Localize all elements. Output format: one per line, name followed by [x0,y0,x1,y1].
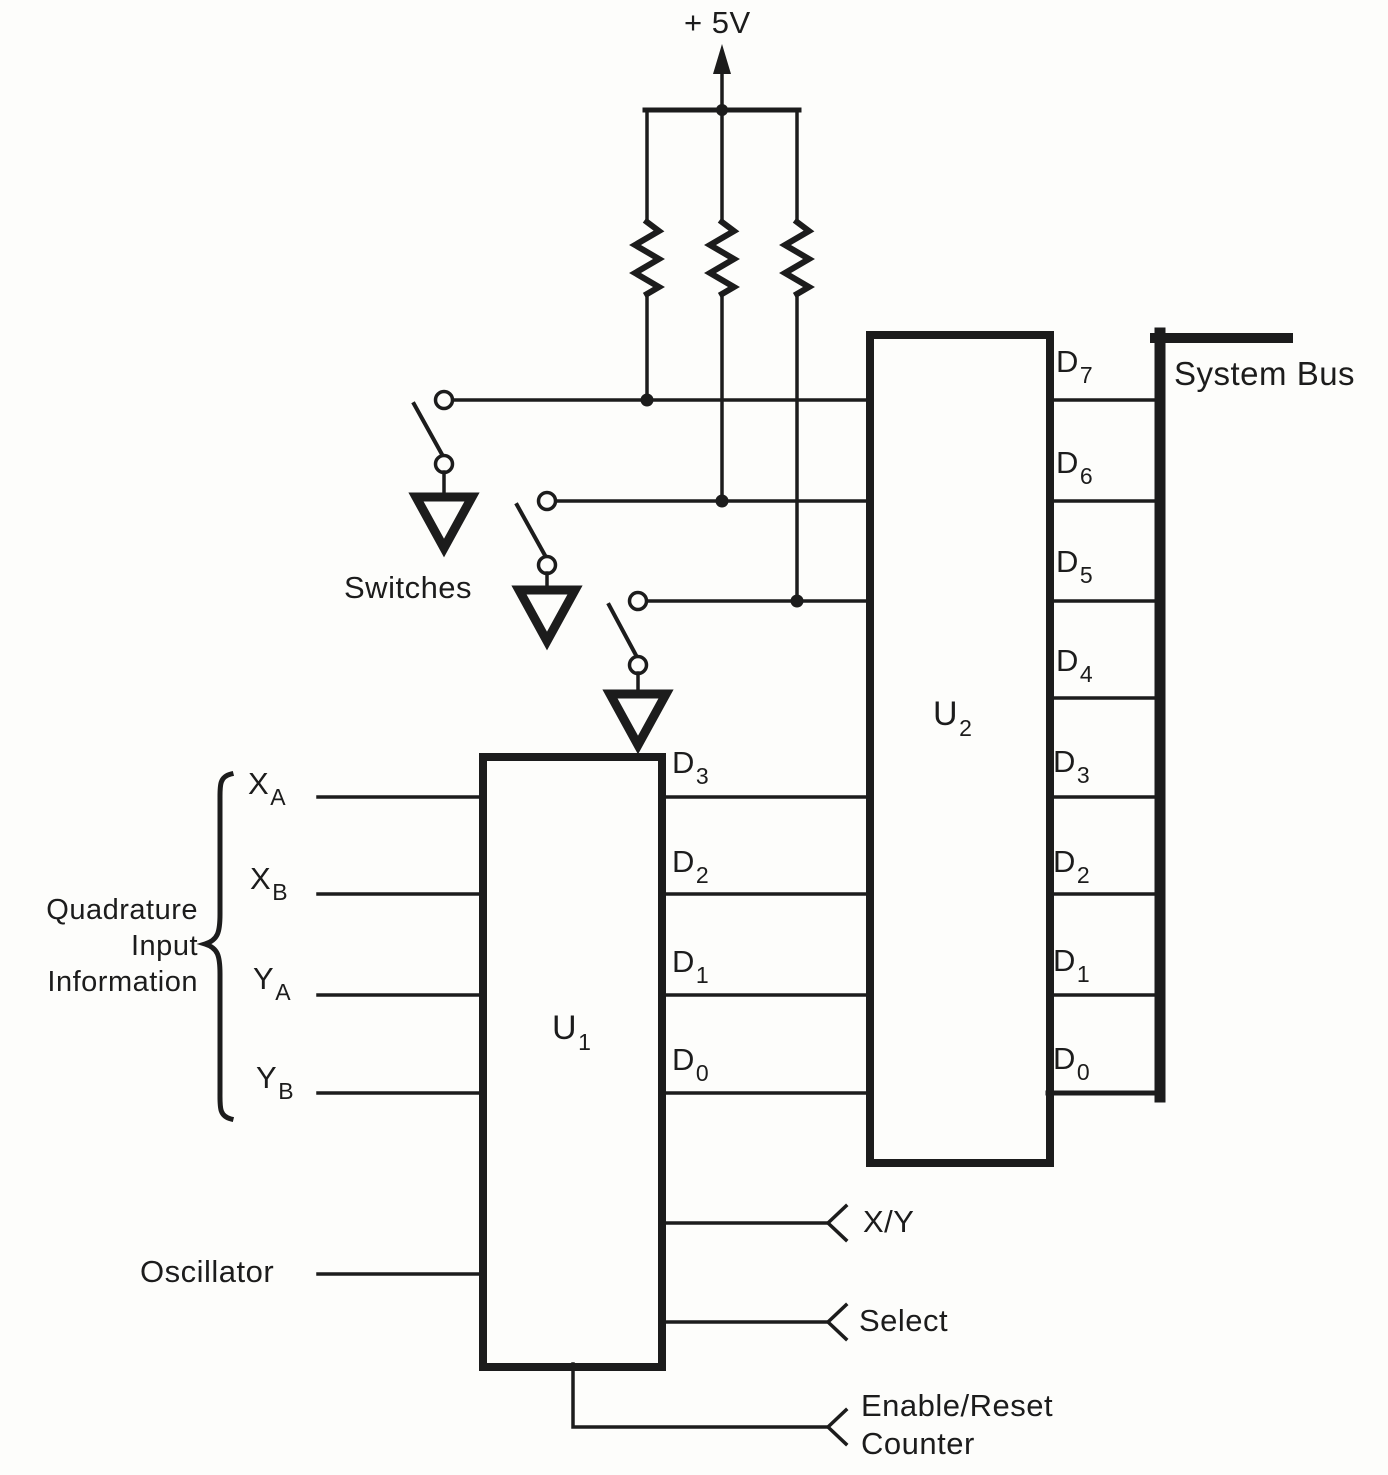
switch-lever [606,602,641,662]
u2-pin-label-d3: D3 [1053,744,1091,788]
system-bus-label: System Bus [1174,355,1356,392]
power-rail [642,44,802,116]
input-label-xa: XA [248,766,287,810]
u2-pin-label-d4: D4 [1056,643,1094,687]
u1-pin-label-d0: D0 [672,1042,710,1086]
u2-label: U2 [933,695,973,741]
enable-wire [571,1362,830,1429]
switch-contact-circle [536,490,558,512]
u2-pin-label-d7: D7 [1056,344,1094,388]
power-label: + 5V [684,5,751,40]
junction-dot [790,594,804,608]
brace-icon [196,770,235,1123]
u2-pin-label-d2: D2 [1053,844,1091,888]
quadrature-label-line1: Quadrature [46,894,198,926]
junction-dot [640,393,654,407]
input-chevron-icon [825,1302,849,1342]
switch-pivot-circle [627,654,649,676]
u2-pin-label-d0: D0 [1053,1041,1091,1085]
control-xy [658,1203,849,1243]
u2-pin-label-d6: D6 [1056,445,1094,489]
ground-icon [602,689,674,755]
switch-contact-circle [627,590,649,612]
u1-label: U1 [552,1009,592,1055]
quadrature-input-wires [316,795,487,1095]
ground-icon [511,585,583,651]
u1-pin-label-d3: D3 [672,745,710,789]
u1-block [479,753,666,1371]
u2-block [866,331,1054,1167]
input-label-ya: YA [253,961,292,1005]
u2-pin-label-d5: D5 [1056,544,1094,588]
power-arrow-icon [713,44,731,74]
switch-pivot-circle [433,453,455,475]
switch-lever [514,502,550,562]
u1-u2-data-wires [658,795,874,1095]
xy-control-label: X/Y [863,1204,915,1239]
system-bus [1150,327,1293,1103]
u1-pin-label-d2: D2 [672,844,710,888]
ground-icon [408,492,480,558]
switch-contact-circle [433,389,455,411]
pullup-resistor-2 [704,108,740,503]
resistor-icon [779,217,815,299]
resistor-icon [704,217,740,299]
u2-pin-label-d1: D1 [1053,943,1091,987]
input-chevron-icon [825,1407,849,1447]
u2-bus-wires [1045,398,1162,1096]
input-chevron-icon [825,1203,849,1243]
select-control-label: Select [859,1303,949,1338]
enable-reset-counter-label: Enable/Reset Counter [861,1388,1054,1461]
input-label-xb: XB [250,861,289,905]
quadrature-label-line3: Information [47,966,198,998]
pullup-resistor-1 [629,108,665,402]
control-enable-reset [571,1362,849,1447]
quadrature-label: Quadrature Input Information [8,892,198,1000]
junction-dot [715,494,729,508]
oscillator-label: Oscillator [140,1254,275,1289]
u1-pin-label-d1: D1 [672,944,710,988]
switch-lever [411,401,447,461]
switch-pivot-circle [536,554,558,576]
switch-3 [602,590,874,755]
pullup-resistor-3 [779,108,815,603]
switch-2 [511,490,874,651]
control-select [658,1302,849,1342]
switches-label: Switches [344,570,473,605]
resistor-icon [629,217,665,299]
input-label-yb: YB [256,1060,295,1104]
switch-1 [408,389,874,558]
quadrature-label-line2: Input [131,930,198,962]
